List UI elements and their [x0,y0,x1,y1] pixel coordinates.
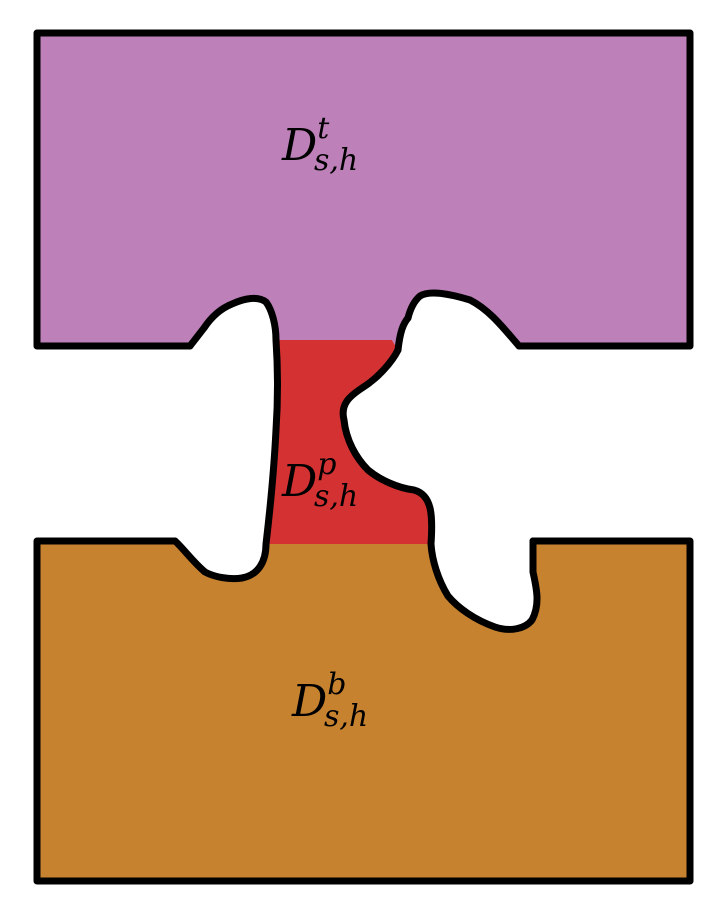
label-top: Dt [281,111,330,171]
label-bottom-superscript: b [327,667,346,702]
top-right-notch-outline [404,289,523,350]
top-region [37,33,690,350]
bottom-outline [33,537,694,885]
label-top-superscript: t [317,111,330,146]
top-left-notch-outline [186,294,280,350]
top-outline [33,29,694,350]
label-middle: Dp [281,447,337,507]
label-bottom-subscript: s,h [324,699,368,734]
right-notch-gap-outline [394,314,412,354]
middle-region [266,340,432,544]
label-top-subscript: s,h [314,143,358,178]
label-bottom: Db [291,667,347,727]
neck-right-outline [339,346,541,633]
label-middle-subscript: s,h [314,479,358,514]
region-outlines [33,29,694,885]
label-top-symbol: D [281,120,317,171]
label-middle-superscript: p [317,447,336,482]
label-bottom-symbol: D [291,676,327,727]
label-middle-symbol: D [281,456,317,507]
neck-left-outline [171,336,281,583]
